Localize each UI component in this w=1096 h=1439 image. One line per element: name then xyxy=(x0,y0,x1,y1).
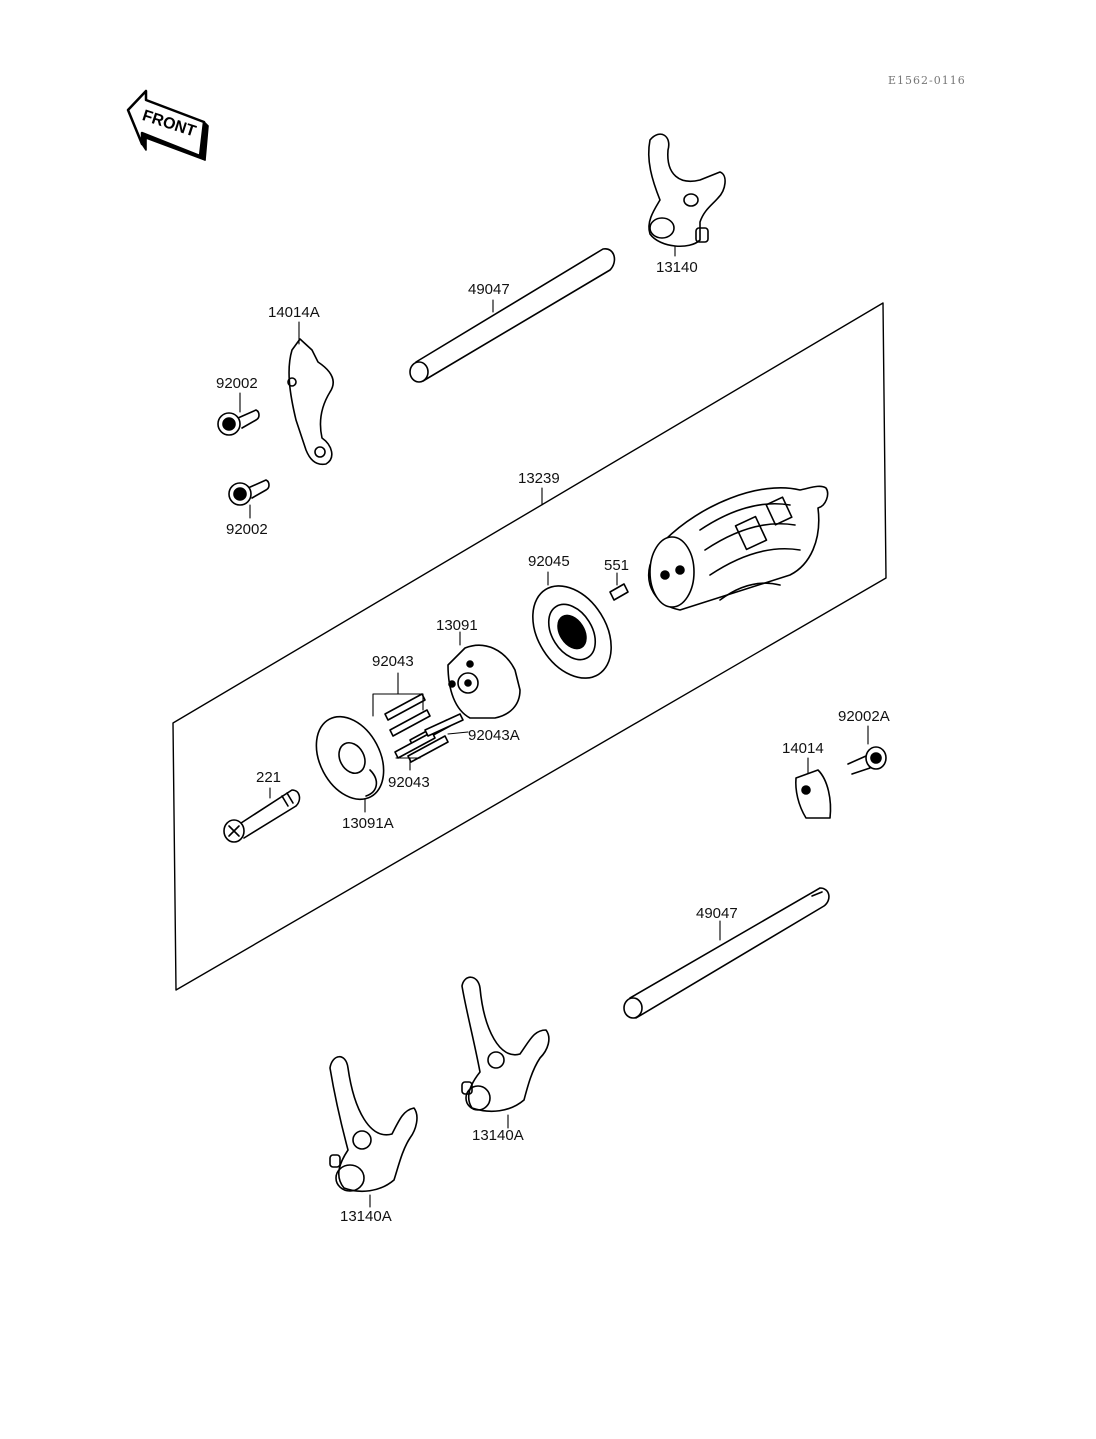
assembly-outline xyxy=(172,302,887,991)
label-13140A-left: 13140A xyxy=(340,1208,392,1225)
label-92002-lower: 92002 xyxy=(226,521,268,538)
shift-fork-13140-top-icon xyxy=(647,133,726,247)
label-14014A: 14014A xyxy=(268,304,320,321)
front-arrow-icon: FRONT xyxy=(126,89,209,161)
bolt-92002-lower-icon xyxy=(228,479,270,506)
label-92043-upper: 92043 xyxy=(372,653,414,670)
bolt-92002A-icon xyxy=(847,746,887,775)
shift-rod-49047-bottom-icon xyxy=(623,887,830,1019)
shift-fork-13140A-right-icon xyxy=(461,976,550,1113)
label-92043-lower: 92043 xyxy=(388,774,430,791)
label-221: 221 xyxy=(256,769,282,786)
shift-fork-13140A-left-icon xyxy=(329,1055,418,1193)
label-92002A: 92002A xyxy=(838,708,890,725)
pin-551-icon xyxy=(609,583,629,601)
label-49047-top: 49047 xyxy=(468,281,510,298)
shift-rod-49047-top-icon xyxy=(409,248,616,383)
label-13140A-right: 13140A xyxy=(472,1127,524,1144)
bolt-221-icon xyxy=(223,789,301,843)
cam-13091-icon xyxy=(447,644,521,719)
label-92002-upper: 92002 xyxy=(216,375,258,392)
bolt-92002-upper-icon xyxy=(217,409,260,436)
drawing-code: E1562-0116 xyxy=(888,74,966,87)
label-14014: 14014 xyxy=(782,740,824,757)
bearing-92045-icon xyxy=(532,585,612,679)
label-92045: 92045 xyxy=(528,553,570,570)
label-551: 551 xyxy=(604,557,630,574)
label-49047-bottom: 49047 xyxy=(696,905,738,922)
leader-lines xyxy=(239,245,869,1208)
plate-14014A-icon xyxy=(287,338,334,466)
label-92043A: 92043A xyxy=(468,727,520,744)
shift-drum-13239-icon xyxy=(648,485,829,611)
tab-14014-icon xyxy=(795,769,832,819)
label-13239: 13239 xyxy=(518,470,560,487)
label-13091A: 13091A xyxy=(342,815,394,832)
label-13140-top: 13140 xyxy=(656,259,698,276)
label-13091: 13091 xyxy=(436,617,478,634)
dowel-pins-92043-icon xyxy=(384,693,464,763)
plate-13091A-icon xyxy=(315,715,385,801)
